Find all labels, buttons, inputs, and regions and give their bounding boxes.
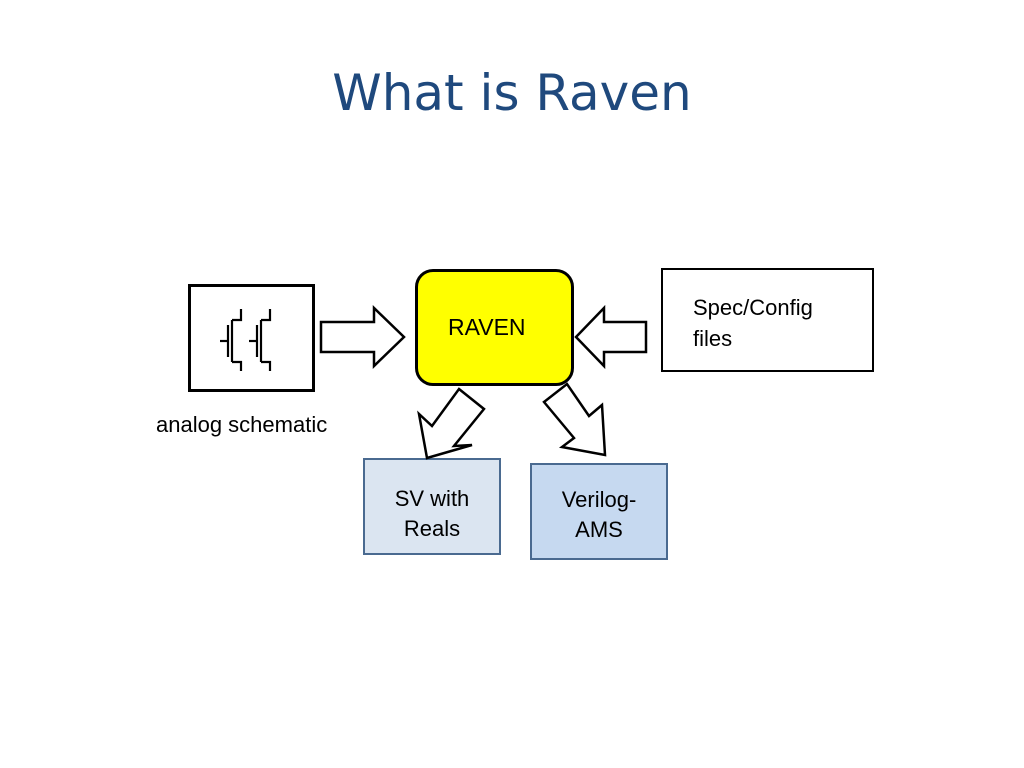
verilog-ams-box: Verilog- AMS (530, 463, 668, 560)
spec-line-1: Spec/Config (693, 295, 813, 320)
sv-line-1: SV with (394, 486, 470, 511)
edge-spec-to-raven (574, 304, 648, 370)
edge-schematic-to-raven (319, 305, 406, 369)
transistor-pair-icon (220, 309, 272, 371)
spec-line-2: files (693, 326, 733, 351)
ams-line-1: Verilog- (561, 487, 637, 512)
sv-line-2: Reals (403, 516, 461, 541)
ams-line-2: AMS (575, 517, 623, 542)
raven-label: RAVEN (448, 314, 526, 340)
spec-config-box: Spec/Config files (661, 268, 874, 372)
sv-with-reals-box: SV with Reals (363, 458, 501, 555)
raven-box: RAVEN (415, 269, 574, 386)
page-title: What is Raven (332, 64, 692, 122)
edge-raven-to-ams (542, 382, 607, 457)
schematic-box (188, 284, 315, 392)
edge-raven-to-sv (417, 387, 486, 460)
schematic-caption: analog schematic (156, 412, 328, 437)
